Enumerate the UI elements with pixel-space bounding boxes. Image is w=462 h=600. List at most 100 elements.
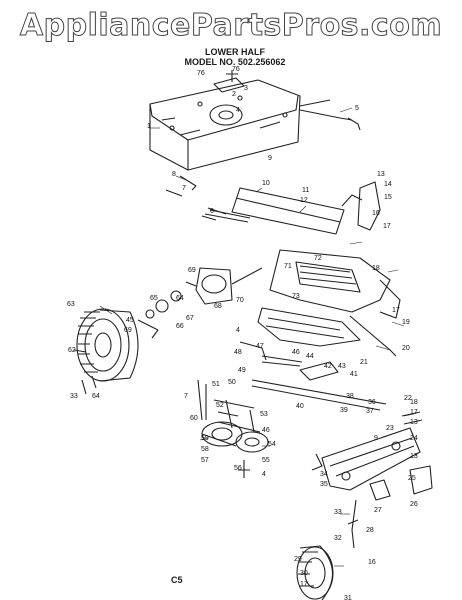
callout-54: 54	[268, 441, 276, 448]
callout-43: 43	[338, 363, 346, 370]
callout-19: 19	[402, 319, 410, 326]
callout-5: 5	[355, 105, 359, 112]
deck-housing	[257, 249, 401, 357]
callout-14: 14	[384, 181, 392, 188]
callout-52: 52	[216, 402, 224, 409]
header-line-1: LOWER HALF	[205, 47, 265, 57]
callout-24: 24	[410, 435, 418, 442]
rear-wheel	[76, 308, 139, 382]
callout-17: 17	[300, 581, 308, 588]
callout-72: 72	[314, 255, 322, 262]
callout-62: 62	[68, 347, 76, 354]
callout-15: 15	[384, 194, 392, 201]
callout-44: 44	[306, 353, 314, 360]
callout-69: 69	[124, 327, 132, 334]
callout-49: 49	[238, 367, 246, 374]
frame-plate	[204, 181, 381, 235]
callout-4: 4	[262, 471, 266, 478]
callout-18: 18	[372, 265, 380, 272]
callout-23: 23	[386, 425, 394, 432]
callout-36: 36	[368, 399, 376, 406]
callout-46: 46	[262, 427, 270, 434]
callout-numbers: 7676324158976101112131415161769686766646…	[67, 66, 418, 600]
callout-46: 46	[292, 349, 300, 356]
callout-51: 51	[212, 381, 220, 388]
callout-76: 76	[232, 66, 240, 73]
callout-3: 3	[244, 85, 248, 92]
front-axle	[311, 411, 433, 549]
callout-56: 56	[234, 465, 242, 472]
callout-18: 18	[410, 399, 418, 406]
callout-1: 1	[147, 123, 151, 130]
callout-29: 29	[294, 556, 302, 563]
callout-7: 7	[184, 393, 188, 400]
callout-17: 17	[392, 307, 400, 314]
callout-30: 30	[300, 570, 308, 577]
callout-2: 2	[232, 91, 236, 98]
callout-11: 11	[302, 187, 309, 194]
callout-21: 21	[360, 359, 368, 366]
callout-27: 27	[374, 507, 382, 514]
callout-58: 58	[201, 446, 209, 453]
callout-33: 33	[334, 509, 342, 516]
callout-69: 69	[188, 267, 196, 274]
page-number: C5	[171, 575, 183, 585]
callout-67: 67	[186, 315, 194, 322]
callout-35: 35	[320, 481, 328, 488]
callout-9: 9	[268, 155, 272, 162]
callout-64: 64	[92, 393, 100, 400]
transaxle	[145, 267, 263, 319]
header-line-2: MODEL NO. 502.256062	[184, 57, 286, 67]
callout-41: 41	[350, 371, 358, 378]
callout-13: 13	[377, 171, 385, 178]
callout-10: 10	[262, 180, 270, 187]
callout-53: 53	[260, 411, 268, 418]
callout-40: 40	[296, 403, 304, 410]
callout-8: 8	[172, 171, 176, 178]
callout-50: 50	[228, 379, 236, 386]
callout-70: 70	[236, 297, 244, 304]
callout-65: 65	[150, 295, 158, 302]
callout-42: 42	[324, 363, 332, 370]
callout-17: 17	[410, 409, 418, 416]
callout-47: 47	[256, 343, 264, 350]
deck-plate	[149, 70, 301, 171]
callout-64: 64	[176, 295, 184, 302]
callout-4: 4	[236, 107, 240, 114]
callout-6: 6	[210, 208, 214, 215]
watermark: AppliancePartsPros.com	[19, 8, 443, 44]
callout-34: 34	[320, 471, 328, 478]
callout-12: 12	[300, 197, 308, 204]
callout-37: 37	[366, 408, 374, 415]
callout-39: 39	[340, 407, 348, 414]
callout-17: 17	[383, 223, 391, 230]
callout-13: 13	[410, 419, 418, 426]
callout-76: 76	[197, 70, 205, 77]
callout-33: 33	[70, 393, 78, 400]
linkage	[213, 341, 387, 417]
callout-28: 28	[366, 527, 374, 534]
callout-45: 45	[126, 317, 134, 324]
callout-73: 73	[292, 293, 300, 300]
callout-63: 63	[67, 301, 75, 308]
diagram-header: LOWER HALF MODEL NO. 502.256062	[160, 47, 310, 67]
callout-59: 59	[201, 435, 209, 442]
callout-9: 9	[374, 435, 378, 442]
callout-60: 60	[190, 415, 198, 422]
callout-20: 20	[402, 345, 410, 352]
callout-26: 26	[410, 501, 418, 508]
pulley-assembly	[201, 399, 269, 478]
callout-13: 13	[410, 453, 418, 460]
callout-55: 55	[262, 457, 270, 464]
front-wheel	[296, 545, 334, 600]
callout-31: 31	[344, 595, 352, 600]
callout-16: 16	[372, 210, 380, 217]
callout-7: 7	[182, 185, 186, 192]
callout-16: 16	[368, 559, 376, 566]
callout-25: 25	[408, 475, 416, 482]
callout-68: 68	[214, 303, 222, 310]
callout-57: 57	[201, 457, 209, 464]
callout-66: 66	[176, 323, 184, 330]
